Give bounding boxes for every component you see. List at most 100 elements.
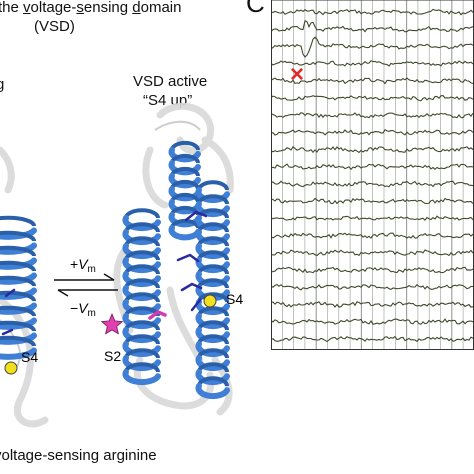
eeg-channel-trace [271, 180, 474, 188]
helix-s2-turn [122, 271, 161, 288]
helix-s4-turn [195, 201, 230, 218]
eeg-traces [271, 8, 474, 343]
helix-s4-turn [195, 355, 230, 372]
left-helix-turn [0, 242, 37, 255]
vsd-active-label: VSD active [133, 73, 208, 90]
eeg-channel-trace [271, 266, 474, 274]
helix-s2-turn [122, 257, 161, 274]
helix-s2-turn-back [124, 222, 160, 233]
left-helix-turn [0, 347, 37, 360]
s4-marker-dot-right [203, 294, 217, 308]
vsd-title-line1: the voltage-sensing domain [0, 0, 181, 16]
panel-label-c: C [246, 0, 265, 18]
left-helix-turn-back [0, 215, 36, 227]
helix-s4-turn-back [197, 208, 229, 219]
helix-s4-turn-back [197, 306, 229, 317]
helix-s4-turn [195, 369, 230, 386]
eeg-channel-trace [271, 318, 474, 325]
eeg-channel-trace [271, 232, 474, 239]
forward-arrow-label: +Vm [70, 256, 96, 275]
title-part-underlined: v [23, 0, 31, 16]
left-helix-turn [0, 227, 37, 240]
helix-s4-turn-back [197, 348, 229, 359]
s4-marker-dot-left [4, 361, 18, 375]
helix-s4-turn-back [197, 362, 229, 373]
helix-s2-turn-back [124, 292, 160, 303]
eeg-channel-trace [271, 95, 474, 102]
helix-s4-turn [195, 341, 230, 358]
left-helix-turn-back [0, 230, 36, 242]
right-helix-bundle [122, 140, 230, 400]
left-helix-turn [0, 272, 37, 285]
eeg-channel-trace [271, 335, 474, 343]
helix-s4-turn-back [197, 222, 229, 233]
helix-s4-turn [195, 257, 230, 274]
left-helix-turn-back [0, 245, 36, 257]
helix-s4-turn-back [197, 264, 229, 275]
left-helix-turn-back [0, 335, 36, 347]
eeg-channel-trace [271, 215, 474, 222]
arginine-side-chains [1, 210, 208, 336]
eeg-channel-trace [271, 197, 474, 205]
left-helix-turn-back [0, 290, 36, 302]
helix-s4-turn [195, 229, 230, 246]
helix-s3-top-turn [168, 225, 201, 241]
reverse-arrow-label: −Vm [70, 300, 96, 319]
eeg-channel-trace [271, 20, 474, 33]
helix-s2-turn [122, 369, 161, 386]
eeg-channel-trace [271, 36, 474, 58]
helix-s4-turn-back [197, 278, 229, 289]
helix-s2-turn-back [124, 348, 160, 359]
helix-s4-turn-back [197, 250, 229, 261]
s2-label: S2 [104, 348, 121, 364]
cropped-state-label: g [0, 76, 5, 93]
helix-s2-turn [122, 313, 161, 330]
s4-label-left: S4 [21, 349, 38, 365]
vsd-title-line2: (VSD) [34, 18, 75, 35]
helix-s2-turn-back [124, 264, 160, 275]
eeg-channel-trace [271, 77, 474, 85]
left-helix-bundle [0, 215, 37, 360]
left-helix-turn [0, 332, 37, 345]
eeg-channel-trace [271, 112, 474, 119]
helix-s2-turn [122, 285, 161, 302]
title-part: ensing [83, 0, 133, 16]
eeg-channel-trace [271, 128, 474, 136]
helix-s4-turn [195, 327, 230, 344]
eeg-channel-trace [271, 163, 474, 171]
title-part: omain [140, 0, 182, 16]
eeg-event-marker: × [290, 61, 304, 88]
helix-s3-top-turn [168, 173, 201, 189]
eeg-channel-trace [271, 301, 474, 308]
left-helix-turn-back [0, 260, 36, 272]
helix-s2-turn [122, 215, 161, 232]
eeg-channel-trace [271, 60, 474, 67]
eeg-channel-trace [271, 146, 474, 154]
helix-s4-turn-back [197, 334, 229, 345]
helix-s4-turn-back [197, 320, 229, 331]
helix-s4-turn [195, 215, 230, 232]
helix-s3-top-turn [168, 147, 201, 163]
helix-s4-turn-back [197, 180, 229, 191]
helix-s4-turn [195, 271, 230, 288]
s2-acidic-residue [148, 309, 167, 320]
helix-s2-turn-back [124, 278, 160, 289]
helix-s2-turn [122, 341, 161, 358]
helix-s2-turn [122, 355, 161, 372]
helix-s2-turn [122, 229, 161, 246]
s4-label-right: S4 [226, 291, 243, 307]
eeg-trace-panel: × [271, 0, 474, 350]
helix-s4-turn [195, 383, 230, 400]
helix-s2-turn-back [124, 362, 160, 373]
left-helix-turn [0, 287, 37, 300]
equilibrium-arrows [54, 273, 118, 297]
eeg-channel-trace [271, 249, 474, 257]
helix-s2-turn-back [124, 236, 160, 247]
helix-s2-turn-back [124, 208, 160, 219]
helix-s3-top-turn [168, 160, 201, 176]
left-helix-turn-back [0, 305, 36, 317]
bottom-caption: voltage-sensing arginine [0, 447, 157, 464]
eeg-vertical-gridlines [282, 0, 464, 350]
title-part: the [0, 0, 24, 16]
